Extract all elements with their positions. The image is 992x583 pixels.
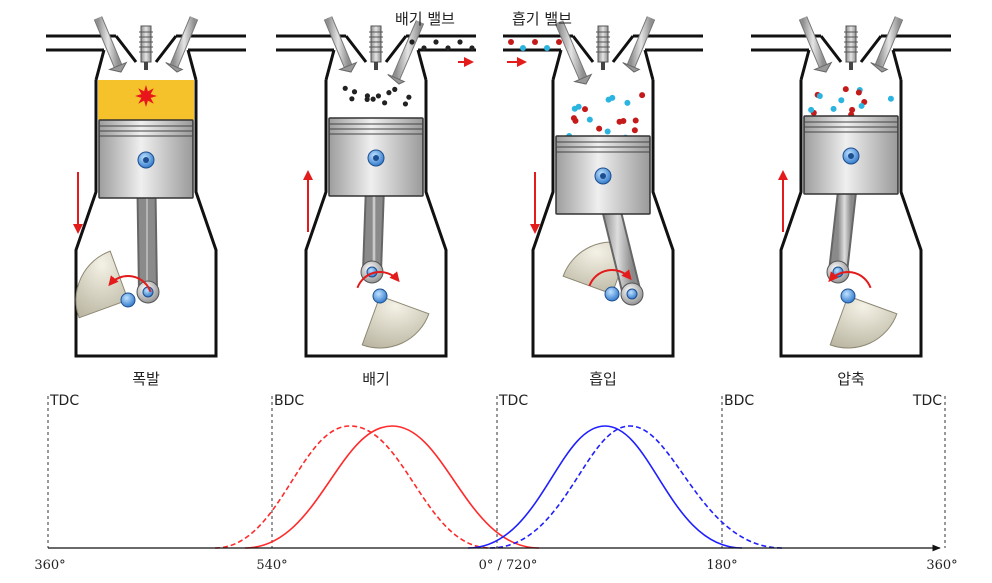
stroke-label-exhaust: 배기 <box>362 370 390 388</box>
cylinder-wall <box>779 80 923 358</box>
exhaust-gas-particle <box>421 45 427 51</box>
cylinder-wall <box>304 80 448 358</box>
intake-valve-label: 흡기 밸브 <box>512 10 572 28</box>
exhaust-gas-particle <box>342 85 348 91</box>
exhaust-gas-particle <box>409 39 415 45</box>
exhaust-gas-particle <box>392 86 398 92</box>
fuel-air-particle <box>609 94 616 101</box>
fuel-air-particle <box>816 93 823 100</box>
spark-plug <box>370 25 382 63</box>
crankshaft <box>840 288 856 304</box>
fuel-air-particle <box>887 95 894 102</box>
fuel-air-particle <box>572 117 579 124</box>
intake-valve-curve-dashed <box>489 425 783 549</box>
fuel-air-particle <box>632 117 639 124</box>
fuel-air-particle <box>808 106 815 113</box>
fuel-air-particle <box>631 127 638 134</box>
crankshaft <box>604 286 620 302</box>
fuel-air-particle <box>571 105 578 112</box>
cylinder-wall <box>74 80 218 358</box>
fuel-air-particle <box>520 45 526 51</box>
fuel-air-particle <box>582 106 589 113</box>
fuel-air-particle <box>849 106 856 113</box>
cylinder-head <box>799 35 903 81</box>
spark-plug <box>845 25 857 63</box>
marker-tdc: TDC <box>498 393 528 409</box>
exhaust-gas-particle <box>370 96 376 102</box>
fuel-air-particle <box>586 116 593 123</box>
exhaust-gas-particle <box>469 45 475 51</box>
engine-cylinder <box>46 16 246 358</box>
intake-valve-curve <box>467 425 743 549</box>
exhaust-gas-particle <box>433 39 439 45</box>
marker-tdc: TDC <box>912 393 942 409</box>
crank-rotation-arrow <box>108 275 152 293</box>
crank-rotation-arrow <box>356 271 400 289</box>
fuel-air-particle <box>604 128 611 135</box>
fuel-air-particle <box>532 39 538 45</box>
cylinder-head <box>94 35 198 81</box>
cylinder-head <box>324 35 428 81</box>
axis-label: 540° <box>256 558 287 573</box>
valve-timing-chart: TDC BDC TDC BDC TDC 360° 540° 0° / 720° … <box>34 393 957 573</box>
exhaust-gas-particle <box>402 101 409 107</box>
fuel-air-particle <box>858 102 865 109</box>
fuel-air-particle <box>556 39 562 45</box>
stroke-label-intake: 흡입 <box>589 370 617 388</box>
spark-plug <box>140 25 152 63</box>
exhaust-gas-particle <box>375 93 382 99</box>
marker-bdc: BDC <box>724 393 754 409</box>
fuel-air-particle <box>508 39 514 45</box>
spark-icon <box>135 85 157 107</box>
cylinder-wall <box>531 80 675 358</box>
fuel-air-particle <box>855 89 862 96</box>
crank-counterweight <box>361 295 430 349</box>
crank-rotation-arrow <box>588 269 632 287</box>
exhaust-valve-label: 배기 밸브 <box>395 10 455 28</box>
exhaust-gas-particle <box>351 89 358 95</box>
axis-label: 360° <box>926 558 957 573</box>
stroke-label-power: 폭발 <box>132 370 160 388</box>
exhaust-gas-particle <box>445 45 451 51</box>
fuel-air-particle <box>620 117 627 124</box>
fuel-air-particle <box>842 86 849 93</box>
exhaust-gas-particle <box>406 94 412 100</box>
engine-cylinder <box>751 16 951 358</box>
exhaust-gas-particle <box>349 96 355 102</box>
fuel-air-particle <box>838 97 845 104</box>
axis-label: 180° <box>706 558 737 573</box>
crankshaft <box>120 292 136 308</box>
exhaust-valve-curve <box>244 425 540 549</box>
fuel-air-particle <box>624 99 631 106</box>
exhaust-gas-particle <box>382 100 388 106</box>
fuel-air-particle <box>830 105 837 112</box>
exhaust-gas-particle <box>386 90 392 96</box>
crank-counterweight <box>829 295 898 349</box>
exhaust-valve-curve-dashed <box>214 425 491 549</box>
exhaust-gas-particle <box>364 93 371 99</box>
exhaust-gas-particle <box>457 39 463 45</box>
axis-label: 360° <box>34 558 65 573</box>
fuel-air-particle <box>639 92 646 99</box>
spark-plug <box>597 25 609 63</box>
cylinder-head <box>551 35 655 81</box>
marker-bdc: BDC <box>274 393 304 409</box>
stroke-label-compression: 압축 <box>837 370 865 388</box>
fuel-air-particle <box>544 45 550 51</box>
fuel-air-particle <box>596 125 603 132</box>
engine-cylinder <box>276 16 476 358</box>
engine-cylinder <box>503 16 703 358</box>
crank-rotation-arrow <box>828 271 872 289</box>
marker-tdc: TDC <box>49 393 79 409</box>
axis-label: 0° / 720° <box>479 558 538 573</box>
crank-counterweight <box>75 250 129 319</box>
crankshaft <box>372 288 388 304</box>
